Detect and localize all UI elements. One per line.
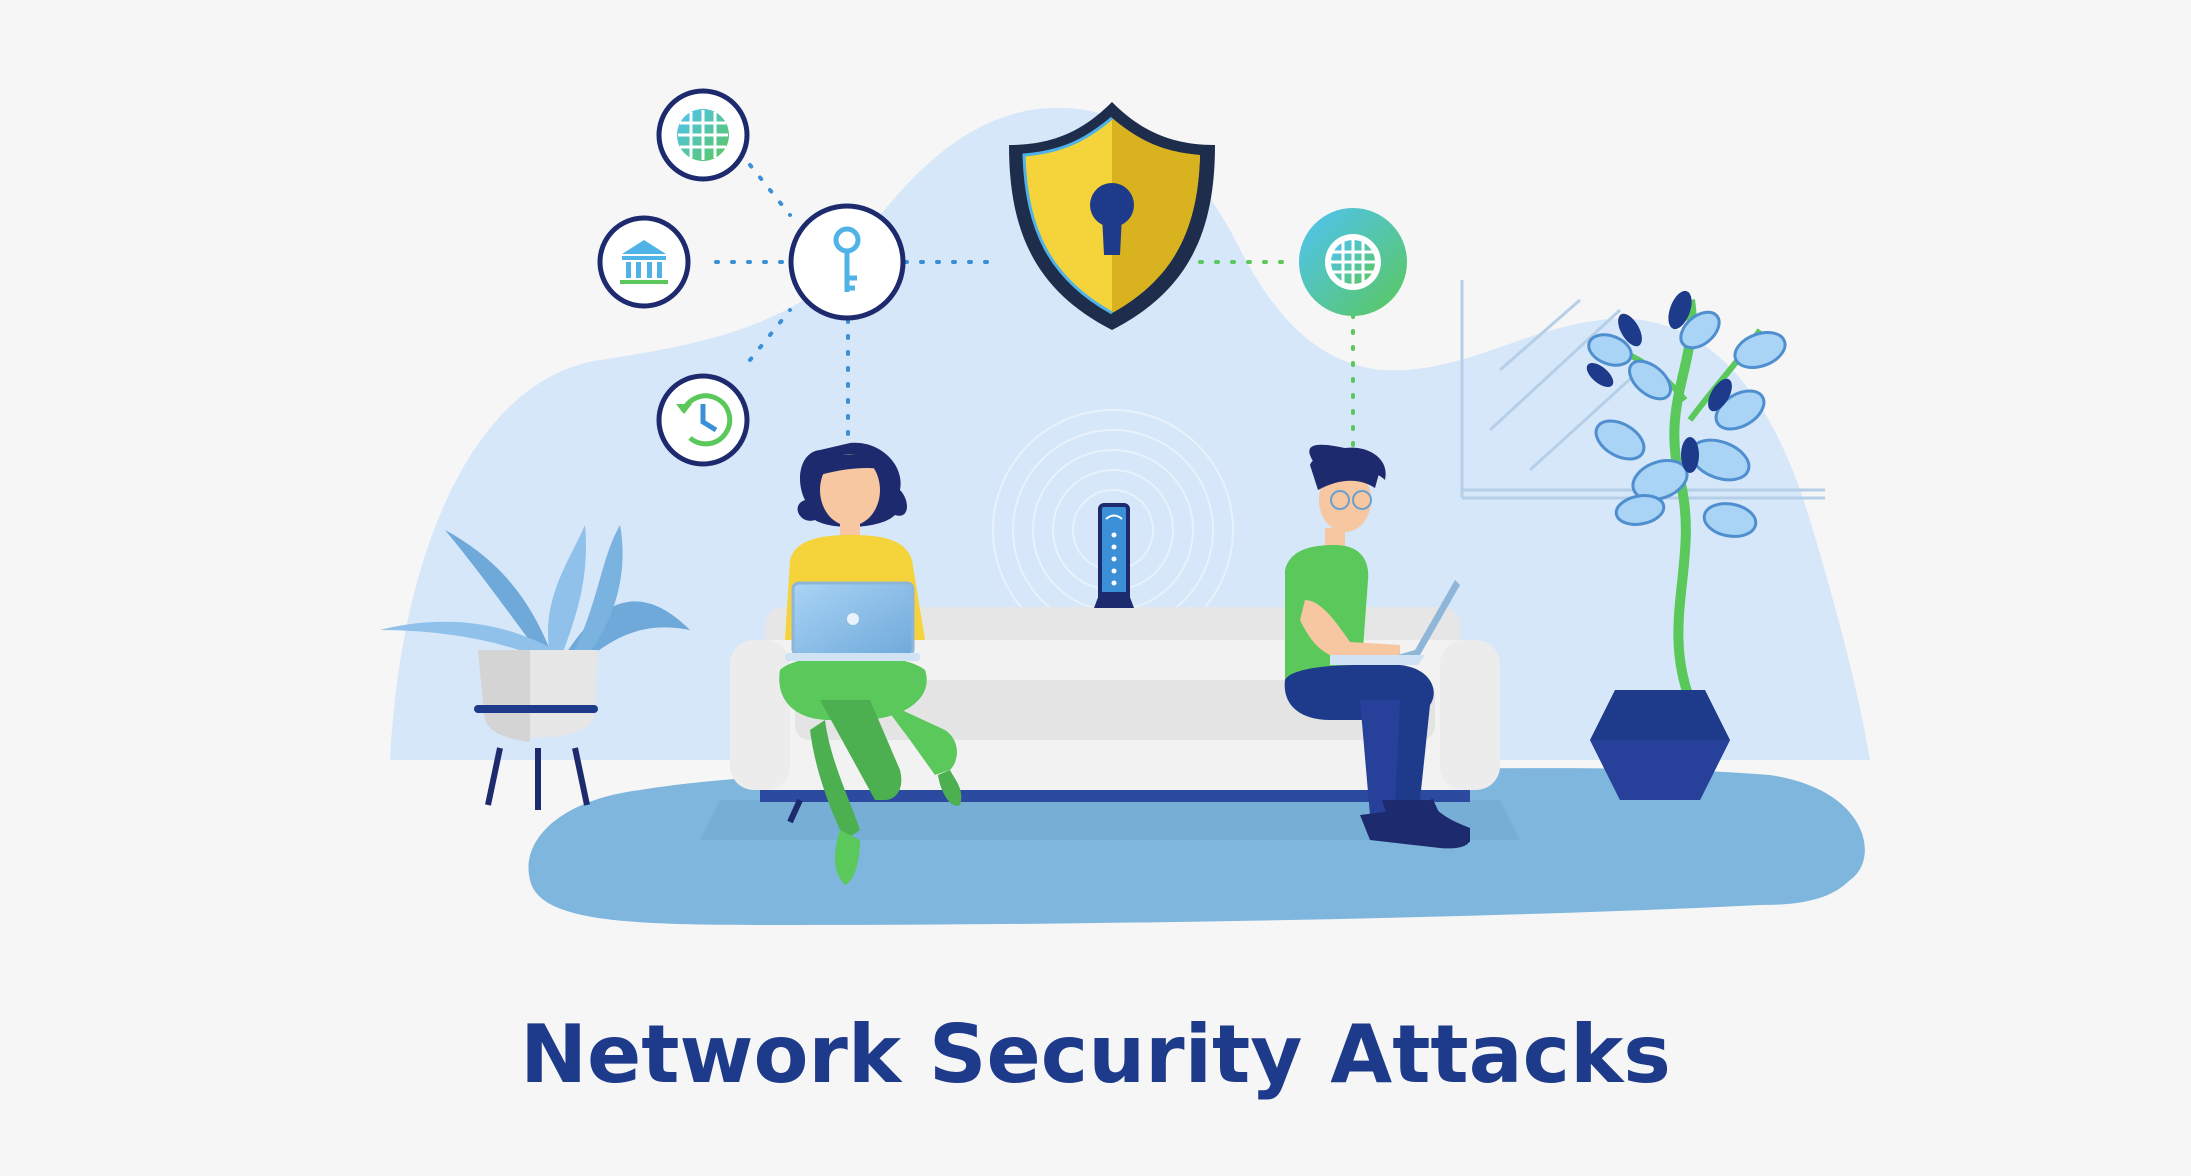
shield-keyhole-icon [1009, 102, 1215, 330]
man-with-laptop [1284, 444, 1470, 849]
left-plant [380, 525, 690, 810]
bank-icon [597, 215, 691, 309]
globe-icon [1299, 208, 1407, 316]
page-title: Network Security Attacks [520, 1008, 1671, 1101]
key-icon [788, 203, 906, 321]
right-plant [1586, 290, 1787, 800]
floor-shade [700, 800, 1520, 840]
history-icon [656, 373, 750, 467]
globe-icon [656, 88, 750, 182]
background-blob [390, 107, 1870, 761]
router-icon [1094, 503, 1134, 608]
woman-with-laptop [779, 442, 962, 885]
